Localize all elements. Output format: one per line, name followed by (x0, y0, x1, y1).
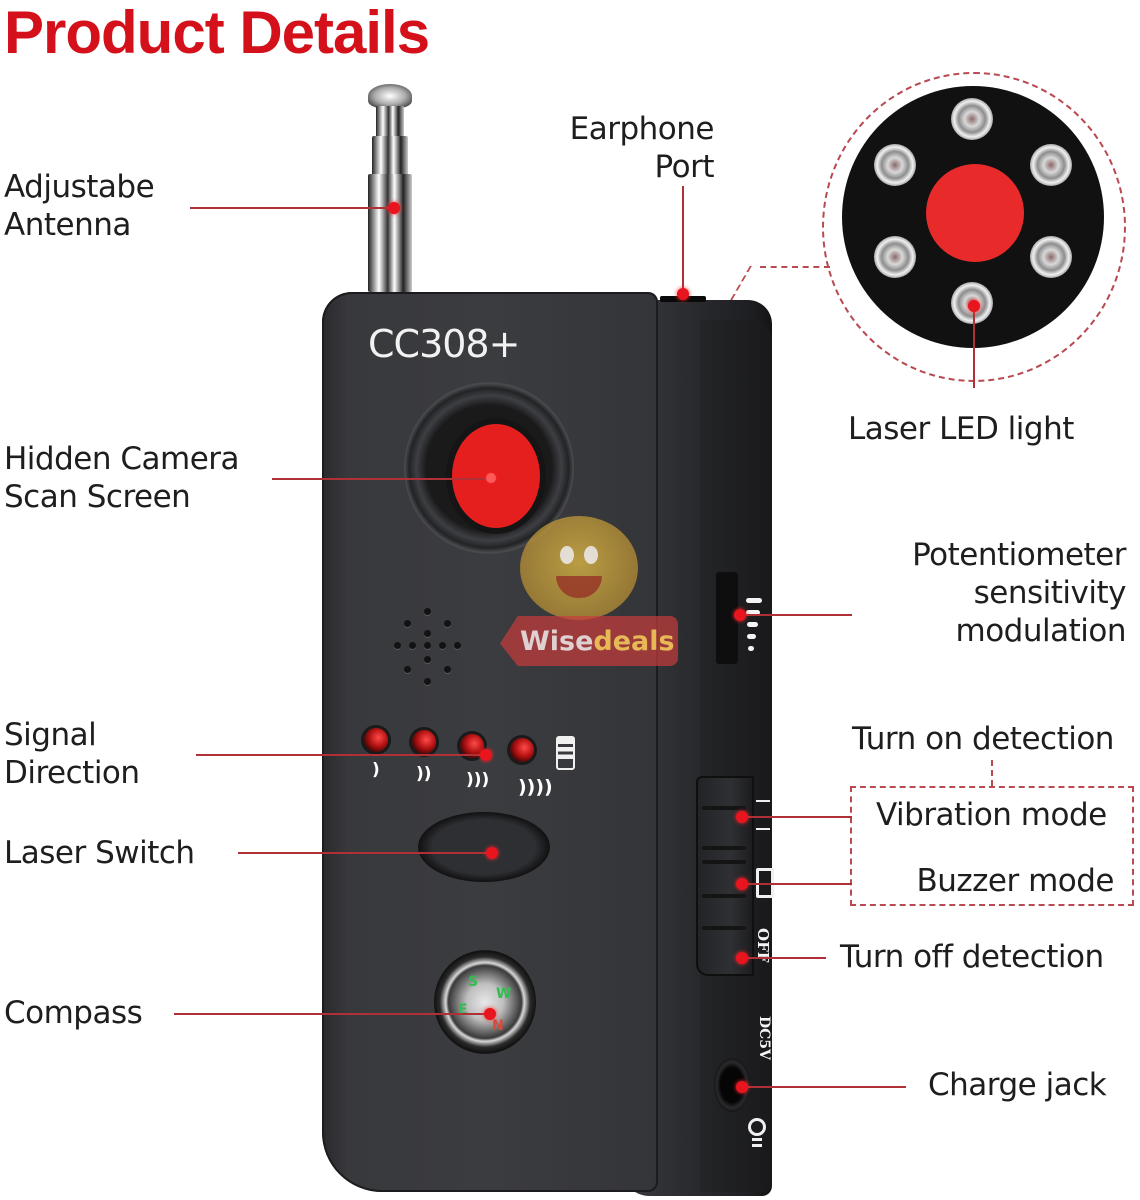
watermark-tag (500, 616, 678, 666)
marker-camera (486, 473, 496, 483)
leader-compass (174, 1013, 488, 1015)
laser-led-center-icon (926, 164, 1024, 262)
callout-camera: Hidden Camera Scan Screen (4, 440, 240, 516)
callout-turn-off: Turn off detection (840, 939, 1104, 975)
watermark-word-2: deals (593, 626, 675, 657)
callout-earphone: Earphone Port (540, 110, 715, 186)
ir-led-upper-left-icon (874, 144, 916, 186)
detection-mode-switch[interactable] (696, 776, 754, 976)
callout-antenna-line2: Antenna (4, 207, 131, 243)
callout-earphone-line2: Port (654, 149, 715, 185)
camera-scan-screen (452, 424, 540, 528)
leader-vibration (744, 816, 852, 818)
callout-signal-line1: Signal (4, 717, 97, 753)
signal-wave-4-icon: )))) (518, 776, 553, 798)
ir-led-upper-right-icon (1030, 144, 1072, 186)
watermark-smiley-icon (520, 516, 638, 620)
marker-charge (736, 1081, 748, 1093)
marker-potentiometer (734, 609, 746, 621)
watermark-text: Wisedeals (520, 626, 675, 657)
compass-icon: S W E N (434, 950, 536, 1054)
callout-camera-line1: Hidden Camera (4, 441, 240, 477)
callout-vibration: Vibration mode (876, 797, 1107, 833)
compass-letter-e: E (458, 1002, 468, 1018)
compass-letter-w: W (496, 986, 512, 1002)
mode-group-box (850, 786, 1134, 906)
leader-earphone (682, 186, 684, 292)
leader-buzzer (744, 883, 852, 885)
leader-camera (272, 478, 492, 480)
leader-charge (742, 1086, 906, 1088)
signal-led-4 (510, 738, 534, 762)
marker-compass (484, 1008, 496, 1020)
callout-laser-switch: Laser Switch (4, 835, 195, 871)
marker-turn-off (736, 952, 748, 964)
signal-wave-2-icon: )) (416, 764, 432, 784)
laser-switch-button[interactable] (418, 812, 550, 882)
leader-signal (196, 754, 484, 756)
callout-antenna-line1: Adjustabe (4, 169, 155, 205)
signal-wave-1-icon: ) (372, 760, 380, 780)
polarity-symbol-icon (748, 1118, 766, 1150)
ir-led-lower-left-icon (874, 236, 916, 278)
callout-buzzer: Buzzer mode (916, 863, 1114, 899)
sensitivity-potentiometer[interactable] (716, 572, 738, 664)
antenna (364, 84, 416, 294)
ir-led-lower-right-icon (1030, 236, 1072, 278)
callout-signal: Signal Direction (4, 716, 140, 792)
callout-antenna: Adjustabe Antenna (4, 168, 155, 244)
marker-laser-switch (486, 847, 498, 859)
marker-antenna (388, 202, 400, 214)
speaker-grille-icon (392, 608, 464, 694)
callout-potentiometer-line1: Potentiometer (912, 537, 1126, 573)
callout-compass: Compass (4, 995, 143, 1031)
vibration-symbol-icon (756, 800, 770, 830)
zoom-connector-diagonal (730, 266, 776, 300)
device-side-edge (700, 320, 772, 1192)
compass-letter-n: N (492, 1018, 504, 1034)
callout-turn-on: Turn on detection (852, 721, 1114, 757)
battery-icon (556, 736, 575, 770)
marker-laser-led (968, 300, 980, 312)
callout-earphone-line1: Earphone (569, 111, 715, 147)
marker-buzzer (736, 878, 748, 890)
ir-led-top-icon (951, 98, 993, 140)
compass-letter-s: S (468, 974, 479, 990)
sensitivity-scale-icon (742, 596, 762, 666)
callout-potentiometer-line3: modulation (955, 613, 1127, 649)
leader-laser-led (973, 306, 975, 388)
callout-potentiometer-line2: sensitivity (973, 575, 1127, 611)
leader-turn-off (744, 957, 826, 959)
callout-potentiometer: Potentiometer sensitivity modulation (860, 536, 1126, 650)
marker-signal (480, 749, 492, 761)
callout-laser-led: Laser LED light (848, 411, 1074, 447)
marker-vibration (736, 811, 748, 823)
watermark-word-1: Wise (520, 626, 594, 657)
signal-led-2 (412, 730, 436, 754)
leader-potentiometer (740, 614, 852, 616)
leader-antenna (190, 207, 392, 209)
marker-earphone (677, 288, 689, 300)
signal-wave-3-icon: ))) (466, 770, 490, 790)
dc5v-label: DC5V (756, 1016, 772, 1060)
callout-signal-line2: Direction (4, 755, 140, 791)
leader-turn-on (991, 760, 993, 786)
page-title: Product Details (4, 0, 430, 66)
leader-laser-switch (238, 852, 492, 854)
callout-camera-line2: Scan Screen (4, 479, 191, 515)
callout-charge: Charge jack (928, 1067, 1107, 1103)
signal-led-1 (364, 728, 388, 752)
zoom-connector-line (760, 266, 830, 268)
model-label: CC308+ (368, 322, 520, 366)
